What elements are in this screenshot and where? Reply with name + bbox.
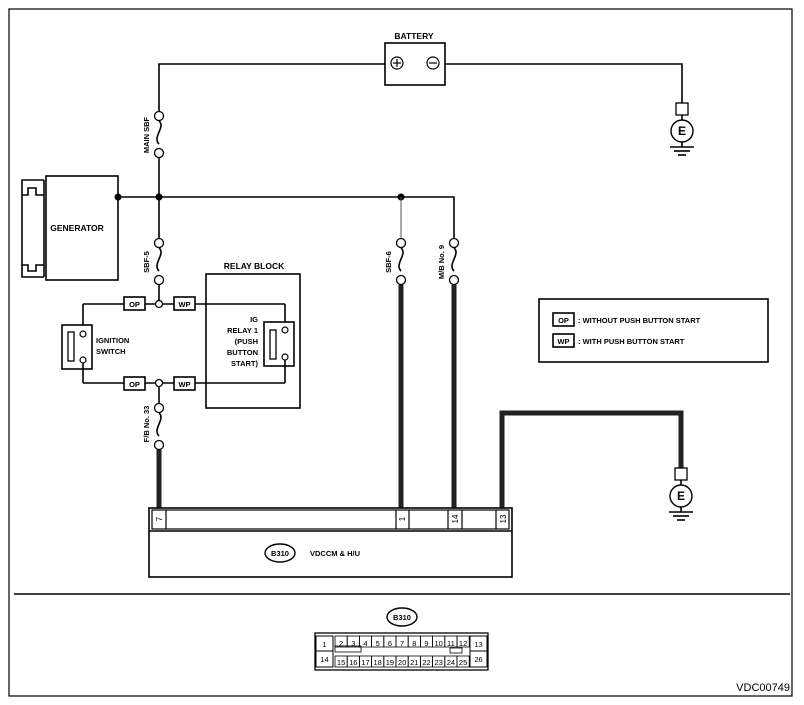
relay-label-5: START) — [231, 359, 258, 368]
ground-bottom-label: E — [677, 489, 685, 503]
conn-cell-top: 8 — [412, 639, 416, 648]
ground-top-icon — [670, 102, 694, 156]
conn-cell-left-bottom: 14 — [320, 655, 328, 664]
main-sbf-label: MAIN SBF — [142, 116, 151, 153]
conn-cell-left-top: 1 — [322, 640, 326, 649]
sbf5-label: SBF-5 — [142, 251, 151, 273]
sbf6-label: SBF-6 — [384, 251, 393, 273]
pin-1: 1 — [398, 516, 407, 521]
ignition-switch-contact-icon — [67, 331, 75, 362]
fb33-fuse-icon — [153, 402, 165, 451]
conn-cell-bottom: 22 — [422, 658, 430, 667]
fb33-label: F/B No. 33 — [142, 406, 151, 443]
generator-housing-icon — [21, 179, 45, 278]
conn-cell-right-bottom: 26 — [474, 655, 482, 664]
conn-cell-bottom: 20 — [398, 658, 406, 667]
conn-cell-bottom-box — [456, 655, 470, 668]
conn-cell-bottom: 19 — [386, 658, 394, 667]
legend-box — [538, 298, 769, 363]
connector-id-badge — [264, 543, 296, 563]
wp-tag-top-label: WP — [178, 300, 190, 309]
ignition-switch-box — [61, 324, 93, 370]
battery-positive-icon — [390, 56, 404, 70]
conn-cell-top: 9 — [424, 639, 428, 648]
conn-cell-right-top: 13 — [474, 640, 482, 649]
conn-cell-top: 3 — [351, 639, 355, 648]
conn-cell-top: 5 — [376, 639, 380, 648]
relay-label-1: IG — [250, 315, 258, 324]
mb9-fuse-icon — [448, 237, 460, 286]
legend-wp-tag-label: WP — [557, 337, 569, 346]
conn-cell-bottom: 25 — [459, 658, 467, 667]
mb9-label: M/B No. 9 — [437, 245, 446, 279]
ground-top-label: E — [678, 124, 686, 138]
wire-battery-main — [158, 63, 385, 116]
generator-box — [45, 175, 119, 281]
op-tag-bottom-label: OP — [129, 380, 140, 389]
wp-tag-bottom — [173, 376, 196, 391]
conn-cell-bottom: 24 — [447, 658, 455, 667]
wp-tag-bottom-label: WP — [178, 380, 190, 389]
conn-cell-top: 2 — [339, 639, 343, 648]
junction-top — [154, 299, 164, 309]
ground-bottom-icon — [669, 467, 693, 521]
connector-view-label: B310 — [393, 613, 411, 622]
relay-block-box — [205, 273, 301, 409]
ignition-switch-label-2: SWITCH — [96, 347, 126, 356]
legend-wp-text: : WITH PUSH BUTTON START — [578, 337, 685, 346]
conn-cell-top: 10 — [435, 639, 443, 648]
conn-cell-top: 6 — [388, 639, 392, 648]
main-sbf-fuse-icon — [153, 110, 165, 159]
connector-view-badge — [386, 607, 418, 627]
conn-cell-top: 4 — [363, 639, 367, 648]
sbf5-fuse-icon — [153, 237, 165, 286]
pin-13: 13 — [499, 514, 508, 523]
relay-label-4: BUTTON — [227, 348, 258, 357]
legend-wp-tag — [552, 333, 575, 348]
conn-cell-top: 12 — [459, 639, 467, 648]
conn-cell-top: 11 — [447, 639, 455, 648]
connector-face-view — [314, 632, 489, 671]
figure-code: VDC00749 — [736, 682, 790, 694]
pin-14: 14 — [451, 514, 460, 523]
wire-pin13-to-ground — [499, 410, 684, 508]
legend-op-text: : WITHOUT PUSH BUTTON START — [578, 316, 701, 325]
battery-label: BATTERY — [394, 31, 434, 41]
sbf6-fuse-icon — [395, 237, 407, 286]
connector-id-label: B310 — [271, 549, 289, 558]
conn-cell-bottom: 15 — [337, 658, 345, 667]
splice-generator — [114, 193, 122, 201]
conn-cell-bottom: 21 — [410, 658, 418, 667]
conn-cell-bottom: 16 — [349, 658, 357, 667]
ig-relay-1-box — [263, 321, 295, 367]
legend-op-tag — [552, 312, 575, 327]
conn-cell-top-box — [456, 635, 470, 648]
op-tag-top-label: OP — [129, 300, 140, 309]
relay-block-title: RELAY BLOCK — [224, 261, 285, 271]
conn-cell-bottom: 18 — [374, 658, 382, 667]
diagram-frame — [8, 8, 793, 697]
op-tag-top — [123, 296, 146, 311]
conn-cell-top: 7 — [400, 639, 404, 648]
ignition-switch-label-1: IGNITION — [96, 336, 129, 345]
conn-cell-bottom: 17 — [361, 658, 369, 667]
conn-cell-bottom: 23 — [435, 658, 443, 667]
pin-7: 7 — [155, 516, 164, 521]
wire-battery-ground — [445, 63, 683, 103]
relay-label-2: RELAY 1 — [227, 326, 258, 335]
legend-op-tag-label: OP — [558, 316, 569, 325]
generator-label: GENERATOR — [50, 223, 104, 233]
wire-main-bus — [118, 196, 455, 238]
ig-relay-contact-icon — [269, 329, 277, 360]
op-tag-bottom — [123, 376, 146, 391]
junction-bottom — [154, 378, 164, 388]
battery-negative-icon — [426, 56, 440, 70]
relay-label-3: (PUSH — [235, 337, 258, 346]
wp-tag-top — [173, 296, 196, 311]
control-unit-connector — [151, 509, 510, 530]
control-unit-name: VDCCM & H/U — [310, 549, 360, 558]
